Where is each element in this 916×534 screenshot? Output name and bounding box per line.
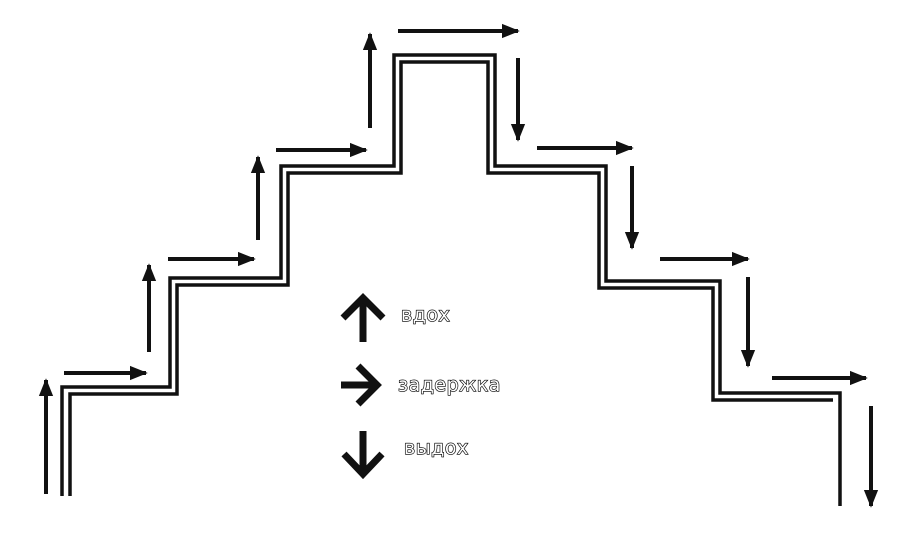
staircase-outer-line (60, 53, 842, 506)
arrow-up-icon (340, 293, 386, 342)
legend-label-hold: задержка (397, 373, 501, 396)
arrow-down-icon (341, 431, 385, 480)
staircase-outline (60, 53, 842, 506)
legend-icons (340, 293, 386, 480)
ascending-arrows (38, 23, 520, 494)
staircase-inner-line (68, 60, 833, 496)
legend-label-inhale: вдох (400, 303, 451, 326)
arrow-right-icon (341, 363, 382, 407)
legend-label-exhale: выдох (403, 436, 469, 459)
descending-arrows (510, 58, 879, 508)
